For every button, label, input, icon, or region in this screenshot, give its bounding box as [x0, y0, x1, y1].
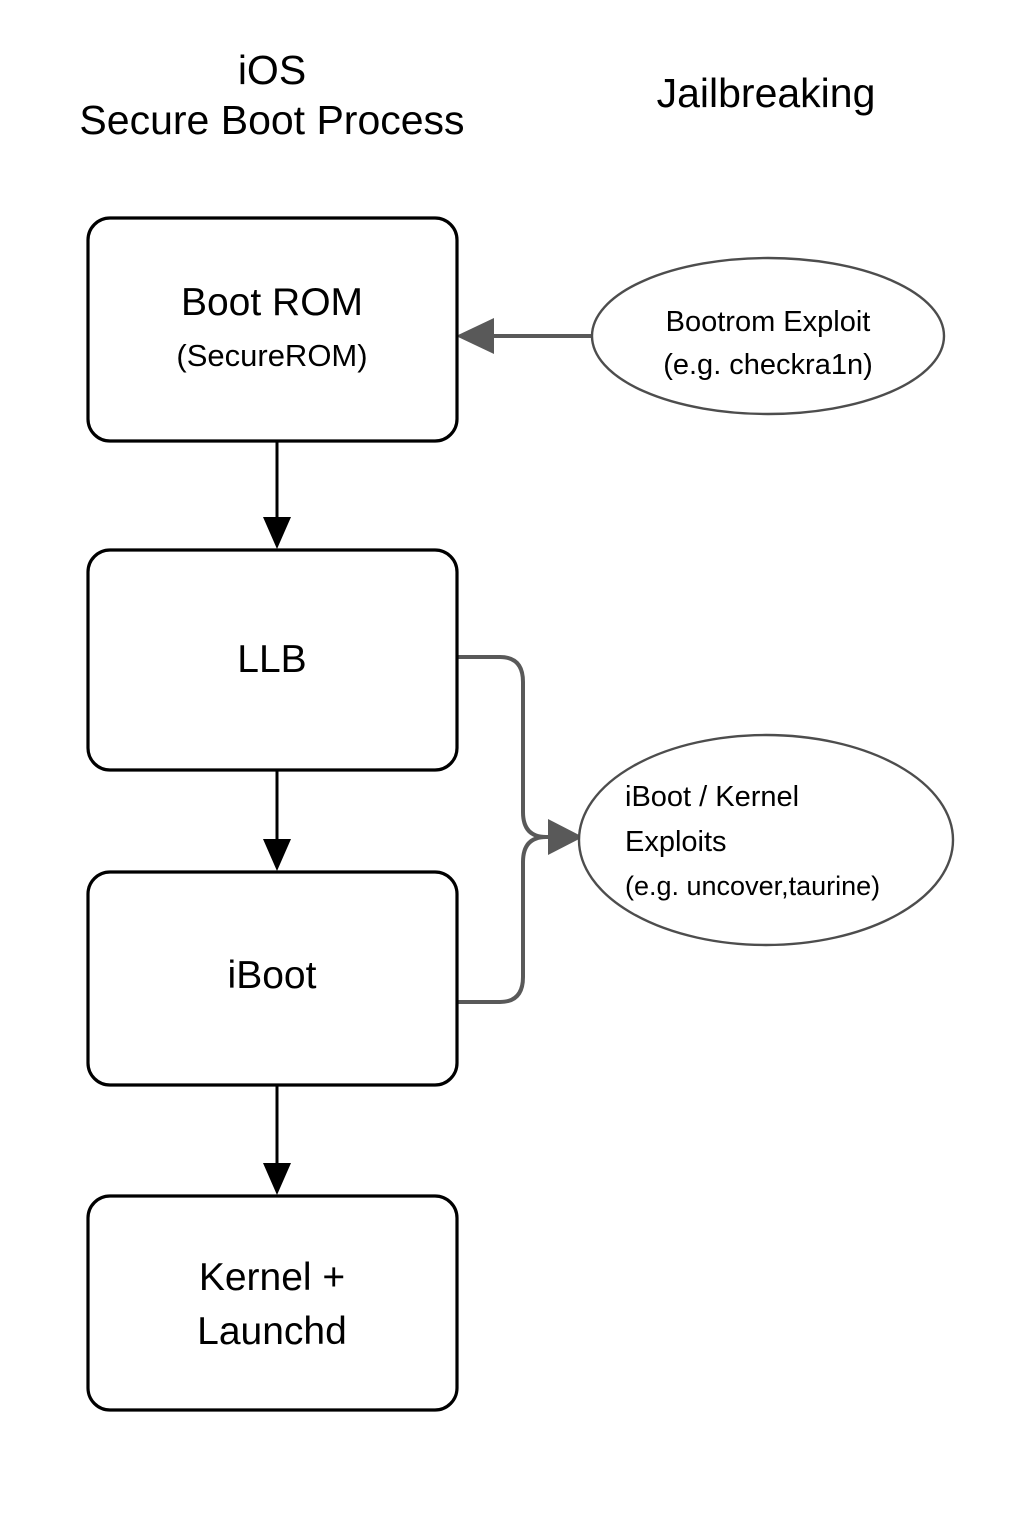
bubble-iboot-kernel-exploits-shape[interactable]: [577, 733, 955, 947]
node-boot-rom-label-line-1: Boot ROM: [181, 281, 363, 324]
left-heading-line-2: Secure Boot Process: [79, 97, 464, 143]
node-llb-shape[interactable]: [86, 548, 459, 772]
node-kernel-launchd-shape[interactable]: [86, 1194, 459, 1412]
arrow-head-icon: [263, 517, 291, 549]
flow-arrow-bootrom-to-llb: [263, 441, 291, 549]
node-kernel-launchd-label-line-1: Kernel +: [199, 1256, 345, 1299]
node-llb-label-line-1: LLB: [237, 638, 306, 681]
bubble-bootrom-exploit[interactable]: Bootrom Exploit (e.g. checkra1n): [590, 256, 946, 416]
node-llb[interactable]: LLB: [86, 548, 459, 772]
bubble-iboot-kernel-exploits-line-3: (e.g. uncover,taurine): [625, 871, 880, 901]
arrow-head-icon: [263, 839, 291, 871]
bubble-iboot-kernel-exploits-line-1: iBoot / Kernel: [625, 781, 799, 813]
node-boot-rom-shape[interactable]: [86, 216, 459, 443]
exploit-arrow-iboot-to-exploits: [457, 819, 583, 1004]
bubble-iboot-kernel-exploits[interactable]: iBoot / Kernel Exploits (e.g. uncover,ta…: [577, 733, 955, 947]
bubble-bootrom-exploit-line-2: (e.g. checkra1n): [663, 349, 873, 381]
arrow-head-icon: [548, 819, 583, 855]
right-column-heading: Jailbreaking: [657, 70, 876, 116]
node-boot-rom[interactable]: Boot ROM (SecureROM): [86, 216, 459, 443]
node-kernel-launchd-label-line-2: Launchd: [197, 1310, 347, 1353]
bubble-iboot-kernel-exploits-line-2: Exploits: [625, 826, 727, 858]
exploit-arrow-llb-to-exploits: [457, 655, 560, 839]
node-kernel-launchd[interactable]: Kernel + Launchd: [86, 1194, 459, 1412]
node-iboot-label-line-1: iBoot: [228, 954, 317, 997]
node-iboot[interactable]: iBoot: [86, 870, 459, 1087]
bubble-bootrom-exploit-shape[interactable]: [590, 256, 946, 416]
left-column-heading: iOS Secure Boot Process: [79, 47, 464, 143]
arrow-head-icon: [263, 1163, 291, 1195]
right-heading-line-1: Jailbreaking: [657, 70, 876, 116]
bubble-bootrom-exploit-line-1: Bootrom Exploit: [666, 306, 871, 338]
left-heading-line-1: iOS: [238, 47, 306, 93]
node-iboot-shape[interactable]: [86, 870, 459, 1087]
flow-arrow-llb-to-iboot: [263, 770, 291, 871]
arrow-head-icon: [456, 318, 494, 354]
exploit-arrow-bootrom: [456, 318, 592, 354]
flow-arrow-iboot-to-kernel: [263, 1085, 291, 1195]
node-boot-rom-label-line-2: (SecureROM): [176, 338, 367, 373]
